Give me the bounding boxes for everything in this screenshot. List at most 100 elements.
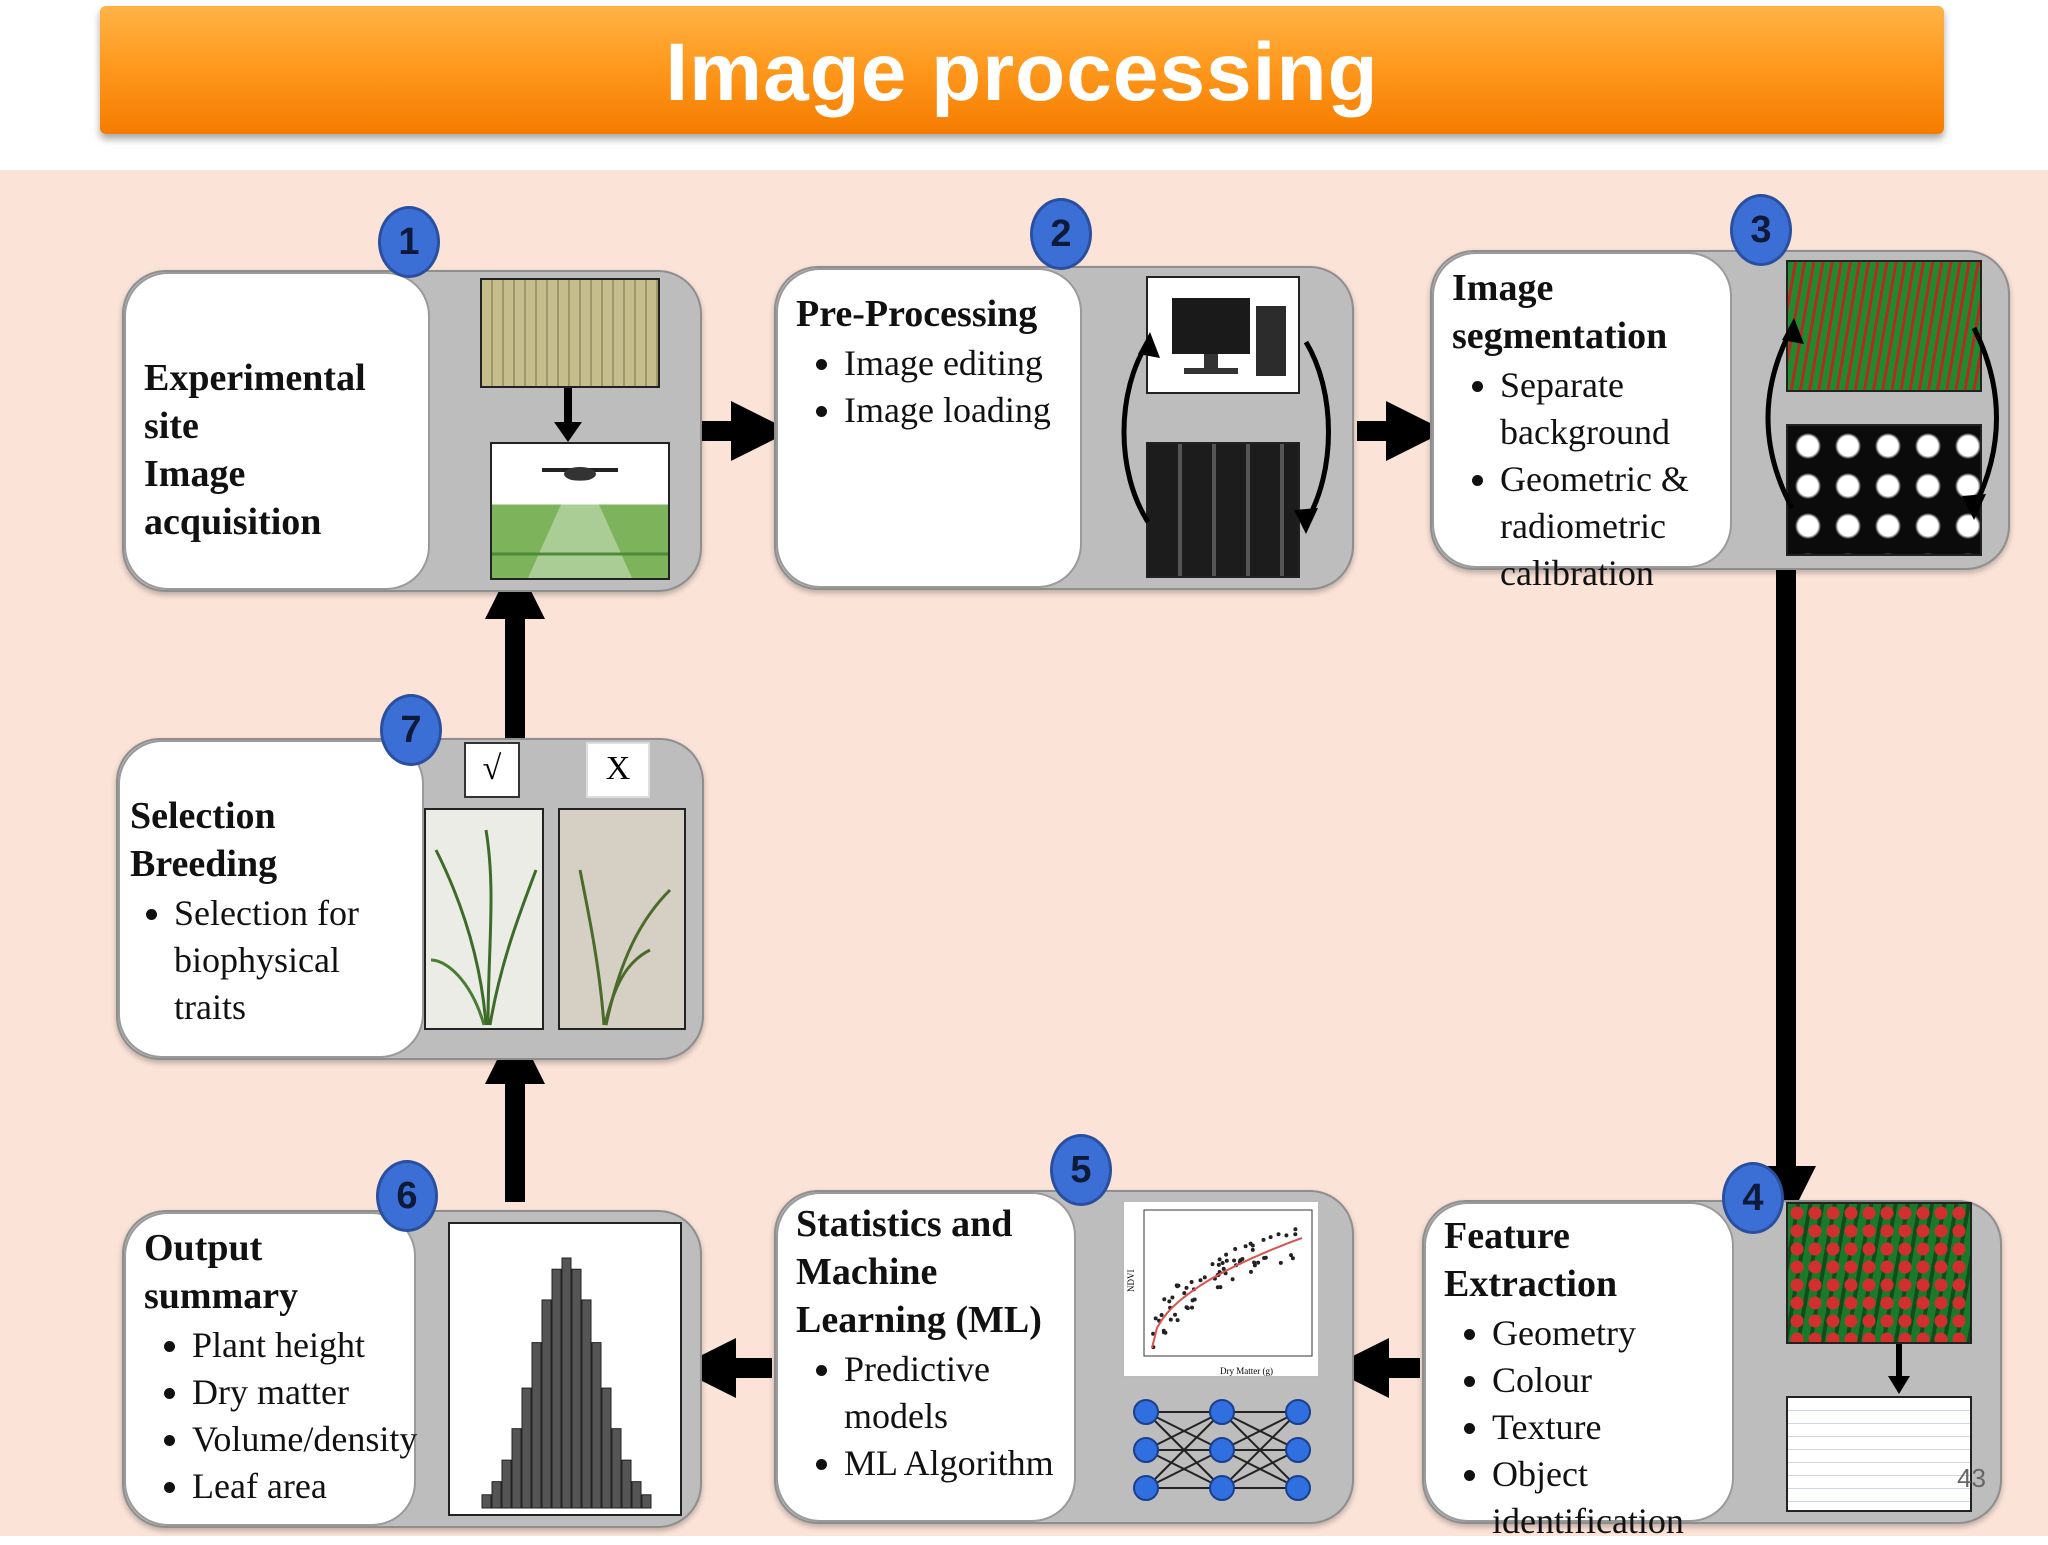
step-2-bullets: Image editing Image loading [796, 340, 1062, 434]
scatter-point [1262, 1256, 1267, 1260]
step-3-bullets: Separate background Geometric & radiomet… [1452, 362, 1712, 597]
step-7-title: Selection Breeding [130, 795, 278, 885]
step-4-bullet-3: Texture [1492, 1404, 1714, 1451]
scatter-point [1252, 1263, 1257, 1268]
scatter-point [1240, 1257, 1245, 1261]
scatter-plot-icon: NDVI Dry Matter (g) [1126, 1209, 1313, 1376]
feature-table-screenshot [1786, 1396, 1972, 1512]
cycle-arrows-icon [1765, 318, 1999, 520]
scatter-point [1249, 1269, 1253, 1274]
step-2-text: Pre-Processing Image editing Image loadi… [776, 268, 1082, 588]
scatter-point [1284, 1233, 1289, 1238]
step-6-text: Output summary Plant height Dry matter V… [124, 1212, 417, 1526]
step-6-title: Output summary [144, 1227, 299, 1317]
step-1-badge: 1 [378, 206, 440, 278]
step-3-badge: 3 [1730, 194, 1792, 266]
step-4-text: Feature Extraction Geometry Colour Textu… [1424, 1202, 1734, 1541]
histogram-bar [491, 1481, 502, 1509]
scatter-y-axis-label: NDVI [1126, 1270, 1136, 1293]
workflow-diagram: Experimental site Image acquisition 1 Pr… [0, 170, 2048, 1541]
scatter-point [1224, 1252, 1229, 1257]
step-5-panel: Statistics and Machine Learning (ML) Pre… [774, 1190, 1354, 1524]
scatter-point [1278, 1260, 1283, 1265]
scatter-point [1159, 1313, 1164, 1317]
step-4-bullet-4: Object identification [1492, 1451, 1714, 1545]
step-1-line-2: Image acquisition [144, 453, 322, 543]
scatter-point [1216, 1262, 1221, 1267]
network-node [1133, 1399, 1159, 1425]
scatter-point [1170, 1295, 1175, 1300]
flow-arrows [485, 401, 1816, 1398]
step-4-bullet-2: Colour [1492, 1357, 1714, 1404]
down-arrow-icon [1888, 1344, 1910, 1394]
step-6-bullet-4: Leaf area [192, 1463, 396, 1510]
step-6-bullet-3: Volume/density [192, 1416, 417, 1463]
step-5-bullet-1: Predictive models [844, 1346, 1056, 1440]
network-edge [1145, 1411, 1223, 1489]
step-7-panel: Selection Breeding Selection for biophys… [116, 738, 704, 1060]
histogram-bar [501, 1459, 512, 1509]
cycle-arrows-icon [1121, 332, 1331, 534]
slide-title: Image processing [665, 27, 1379, 118]
scatter-point [1189, 1280, 1194, 1284]
histogram-bar [481, 1494, 492, 1509]
step-5-title: Statistics and Machine Learning (ML) [796, 1203, 1042, 1341]
step-2-bullet-1: Image editing [844, 340, 1062, 387]
scatter-point [1151, 1331, 1156, 1336]
step-1-panel: Experimental site Image acquisition [122, 270, 702, 592]
scatter-point [1167, 1299, 1172, 1304]
scatter-point [1220, 1261, 1225, 1265]
step-5-badge: 5 [1050, 1134, 1112, 1206]
network-edge [1145, 1449, 1223, 1489]
step-5-text: Statistics and Machine Learning (ML) Pre… [776, 1192, 1076, 1522]
histogram-bar [511, 1428, 522, 1509]
segmented-field-photo [1786, 260, 1982, 392]
step-4-badge: 4 [1722, 1162, 1784, 1234]
step-3-text: Image segmentation Separate background G… [1432, 252, 1732, 593]
histogram-bar [561, 1257, 572, 1509]
scatter-point [1163, 1330, 1168, 1335]
histogram-bar [631, 1481, 642, 1509]
scatter-point [1293, 1227, 1298, 1232]
step-3-title: Image segmentation [1452, 267, 1668, 357]
step-5-bullet-2: ML Algorithm [844, 1440, 1056, 1487]
scatter-point [1217, 1257, 1222, 1262]
step-6-bullet-1: Plant height [192, 1322, 396, 1369]
rejected-plant-photo [558, 808, 686, 1030]
histogram-bar [551, 1268, 562, 1509]
scatter-point [1173, 1312, 1177, 1317]
histogram-bar [611, 1428, 622, 1509]
histogram-bar [541, 1299, 552, 1509]
histogram-bar [581, 1299, 592, 1509]
scatter-point [1218, 1285, 1223, 1290]
scatter-point [1256, 1260, 1261, 1265]
scatter-plot-image: NDVI Dry Matter (g) [1122, 1200, 1320, 1378]
title-banner: Image processing [100, 6, 1944, 134]
scatter-point [1289, 1253, 1293, 1258]
histogram-bar [641, 1494, 652, 1509]
step-2-badge: 2 [1030, 198, 1092, 270]
computer-icon [1172, 298, 1286, 376]
step-7-bullets: Selection for biophysical traits [130, 890, 412, 1031]
scatter-point [1184, 1285, 1189, 1290]
scatter-point [1182, 1291, 1187, 1296]
scatter-point [1232, 1258, 1237, 1263]
plant-detection-photo [1786, 1202, 1972, 1344]
down-arrow-icon [554, 388, 582, 442]
scatter-trend-line [1151, 1237, 1303, 1349]
scatter-point [1276, 1232, 1281, 1237]
network-node [1209, 1475, 1235, 1501]
step-3-bullet-2: Geometric & radiometric calibration [1500, 456, 1712, 597]
desktop-computer-photo [1146, 276, 1300, 394]
selected-plant-photo [424, 808, 544, 1030]
step-7-badge: 7 [380, 694, 442, 766]
network-edge [1221, 1411, 1299, 1451]
histogram-bar [571, 1268, 582, 1509]
network-node [1209, 1399, 1235, 1425]
scatter-point [1243, 1244, 1248, 1249]
step-2-title: Pre-Processing [796, 293, 1038, 335]
histogram-bar [591, 1342, 602, 1509]
scatter-point [1175, 1318, 1180, 1323]
scatter-point [1290, 1256, 1295, 1261]
scatter-point [1261, 1237, 1266, 1242]
